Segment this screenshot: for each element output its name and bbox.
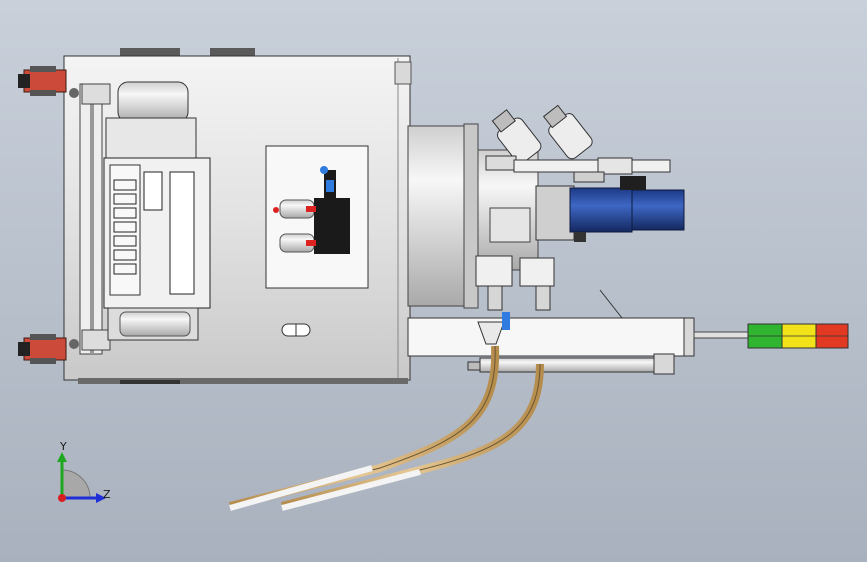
handle-slot[interactable]	[281, 323, 311, 337]
leveling-foot-top[interactable]	[18, 66, 79, 98]
leveling-foot-bottom[interactable]	[18, 334, 79, 364]
valve-panel[interactable]	[265, 145, 369, 289]
hoses[interactable]	[229, 345, 544, 511]
y-axis-label: Y	[60, 440, 67, 453]
support-beam	[407, 289, 751, 357]
left-rail	[79, 83, 111, 355]
pump-motor[interactable]	[103, 81, 211, 341]
servo-motor[interactable]	[535, 176, 685, 242]
coordinate-triad	[57, 452, 106, 503]
status-light-tower[interactable]	[747, 323, 849, 349]
hose-fitting[interactable]	[477, 312, 510, 345]
angle-valves[interactable]	[485, 102, 595, 171]
lower-valves[interactable]	[475, 255, 555, 311]
z-axis-label: Z	[103, 488, 111, 501]
top-fin-strip	[120, 48, 255, 56]
lower-cylinder[interactable]	[467, 353, 675, 375]
actuator-rod[interactable]	[513, 157, 671, 183]
